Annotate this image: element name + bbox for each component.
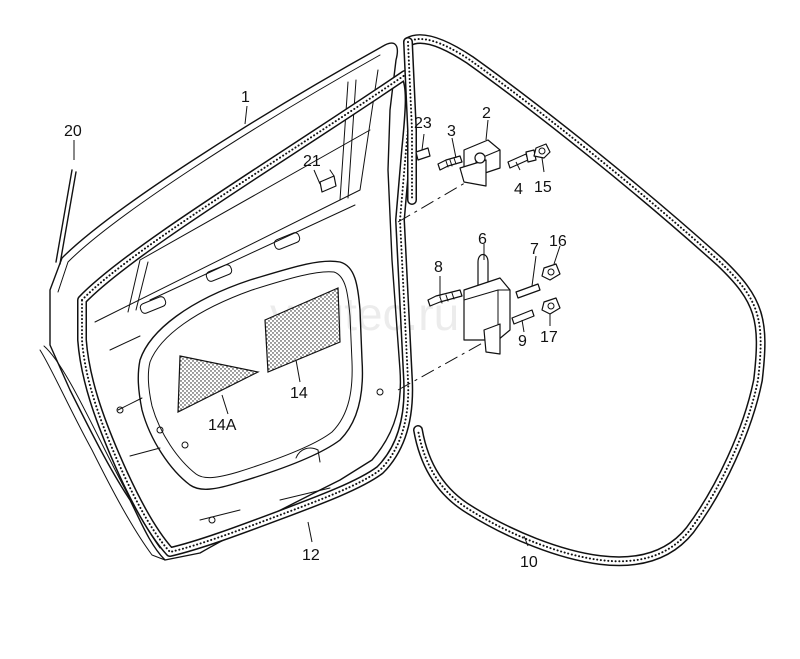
label-part-10: 10 (520, 554, 538, 571)
label-part-14a: 14A (208, 417, 237, 434)
label-part-4: 4 (514, 181, 523, 198)
label-part-1: 1 (241, 89, 250, 106)
label-part-12: 12 (302, 547, 320, 564)
label-part-23: 23 (414, 115, 432, 132)
label-part-3: 3 (447, 123, 456, 140)
alignment-line-lower-hinge (397, 339, 489, 391)
label-part-9: 9 (518, 333, 527, 350)
part-23-bracket (415, 147, 431, 161)
label-part-2: 2 (482, 105, 491, 122)
label-part-14: 14 (290, 385, 308, 402)
door-frame (39, 42, 402, 561)
part-14-insulation-pad (264, 287, 341, 373)
label-part-20: 20 (64, 123, 82, 140)
leader-lines (73, 105, 561, 547)
part-12-door-seal (77, 70, 415, 557)
label-part-8: 8 (434, 259, 443, 276)
part-20-trim-strip (55, 169, 77, 265)
part-10-body-seal (403, 34, 766, 567)
label-part-17: 17 (540, 329, 558, 346)
part-21-clip (319, 169, 337, 193)
part-14a-insulation-pad (177, 355, 260, 413)
label-part-15: 15 (534, 179, 552, 196)
inner-panel-opening (109, 232, 384, 524)
label-part-7: 7 (530, 241, 539, 258)
part-labels: 1 2 3 23 20 21 4 15 6 7 16 8 9 17 14 14A… (64, 89, 567, 571)
lower-hinge-assembly (427, 253, 561, 355)
label-part-16: 16 (549, 233, 567, 250)
label-part-6: 6 (478, 231, 487, 248)
label-part-21: 21 (303, 153, 321, 170)
upper-hinge-assembly (437, 139, 551, 187)
alignment-line-upper-hinge (397, 179, 471, 223)
